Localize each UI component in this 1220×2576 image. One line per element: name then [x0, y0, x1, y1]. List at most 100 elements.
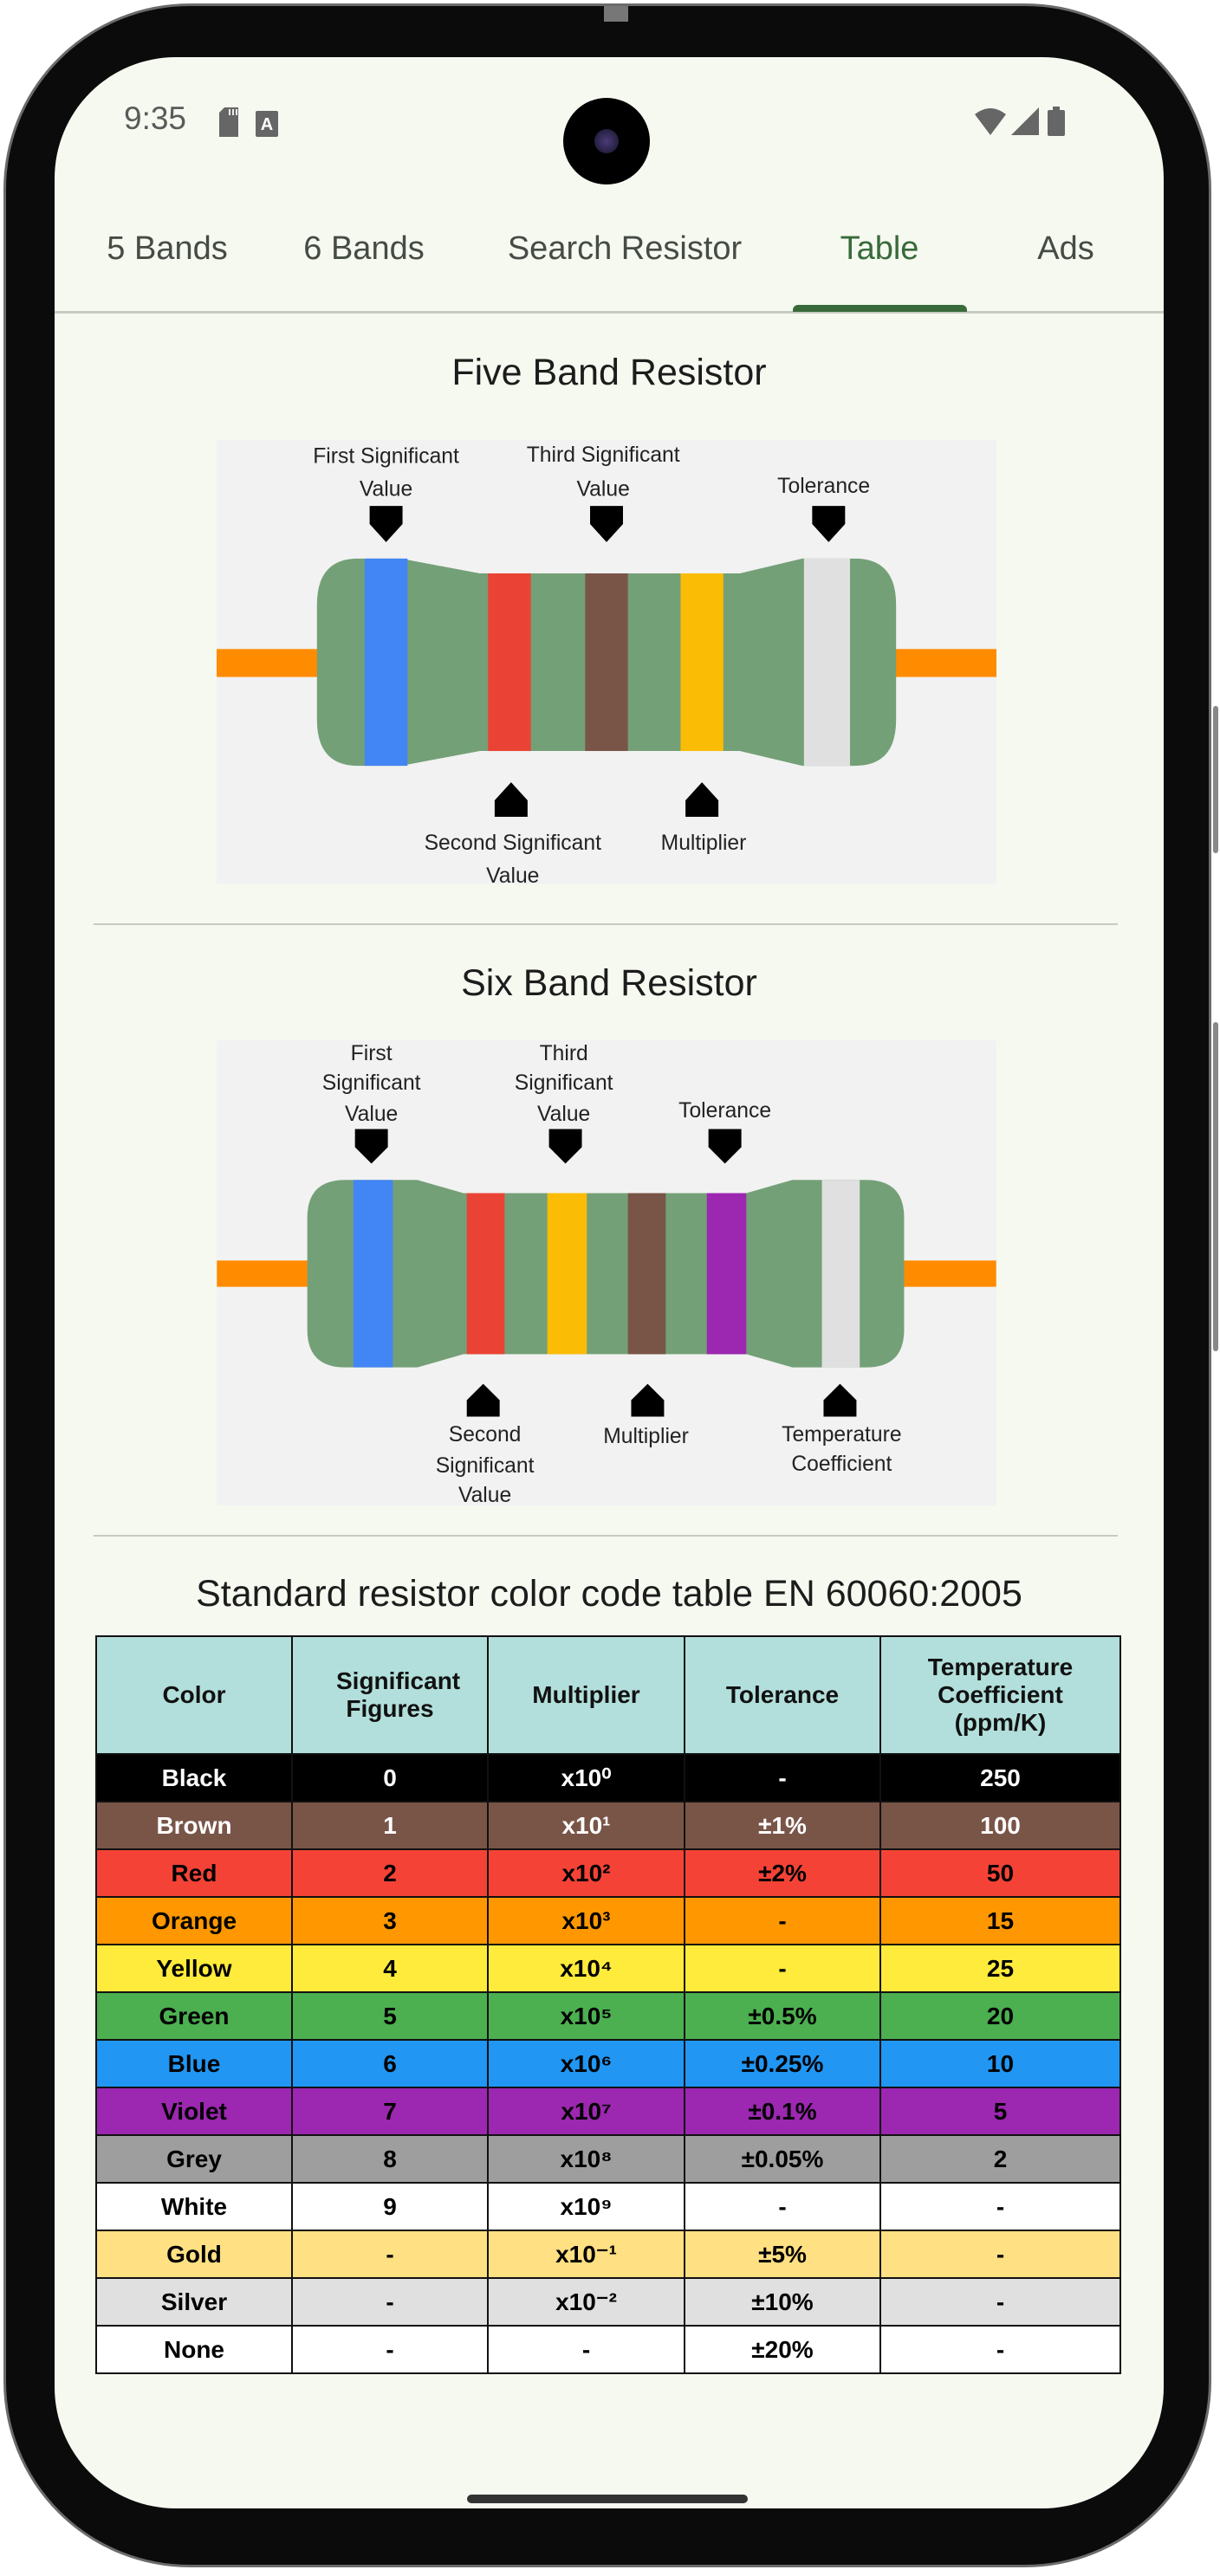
band-white	[821, 1180, 860, 1368]
label-tolerance: Tolerance	[777, 475, 870, 498]
table-cell: Violet	[95, 2087, 293, 2136]
column-header: Significant Figures	[291, 1635, 489, 1755]
table-cell: -	[684, 2182, 881, 2231]
phone-top-sensor	[604, 6, 628, 22]
wifi-icon	[975, 108, 1006, 135]
resistor-body	[307, 1180, 905, 1368]
table-cell: 9	[291, 2182, 489, 2231]
sd-card-icon	[219, 107, 238, 137]
table-cell: x10¹	[487, 1801, 685, 1850]
label-third-significant: Third Significant	[527, 443, 680, 467]
table-cell: ±0.25%	[684, 2039, 881, 2088]
band-white	[803, 558, 851, 767]
table-cell: x10⁶	[487, 2039, 685, 2088]
band-brown	[627, 1193, 666, 1355]
table-cell: -	[879, 2277, 1121, 2327]
table-cell: -	[684, 1753, 881, 1803]
table-cell: x10²	[487, 1848, 685, 1898]
table-cell: x10⁴	[487, 1944, 685, 1993]
volume-button	[1213, 706, 1218, 853]
table-cell: Brown	[95, 1801, 293, 1850]
table-cell: Gold	[95, 2230, 293, 2279]
tab-search-resistor[interactable]: Search Resistor	[507, 230, 743, 267]
marker-up-icon	[685, 782, 719, 817]
label-first-significant: Significant	[322, 1071, 421, 1095]
table-cell: ±5%	[684, 2230, 881, 2279]
table-cell: 2	[879, 2134, 1121, 2184]
five-band-title: Five Band Resistor	[451, 352, 767, 393]
marker-up-icon	[823, 1383, 857, 1417]
table-cell: White	[95, 2182, 293, 2231]
label-tolerance: Tolerance	[678, 1099, 771, 1123]
marker-down-icon	[548, 1129, 582, 1164]
marker-up-icon	[466, 1383, 500, 1417]
table-cell: -	[684, 1944, 881, 1993]
label-second-value: Value	[486, 864, 539, 884]
table-cell: 15	[879, 1896, 1121, 1945]
status-time: 9:35	[124, 100, 187, 136]
table-cell: 5	[291, 1991, 489, 2041]
table-cell: 7	[291, 2087, 489, 2136]
table-cell: ±0.1%	[684, 2087, 881, 2136]
tab-bar-divider	[55, 311, 1164, 314]
status-left-icons: A	[219, 107, 278, 137]
label-coefficient: Coefficient	[791, 1453, 892, 1476]
marker-down-icon	[590, 506, 623, 542]
tab-ads[interactable]: Ads	[1037, 230, 1094, 267]
six-band-title: Six Band Resistor	[461, 962, 757, 1004]
table-cell: x10⁻²	[487, 2277, 685, 2327]
battery-icon	[1048, 107, 1065, 136]
label-second-significant: Significant	[436, 1454, 535, 1478]
label-first-significant: First Significant	[313, 445, 459, 469]
label-third: Third	[540, 1042, 588, 1065]
power-button	[1213, 1022, 1218, 1351]
table-cell: 2	[291, 1848, 489, 1898]
table-cell: -	[879, 2182, 1121, 2231]
table-row: Silver-x10⁻²±10%-	[95, 2277, 1121, 2327]
table-cell: -	[879, 2230, 1121, 2279]
tab-table[interactable]: Table	[840, 230, 919, 267]
table-cell: ±0.05%	[684, 2134, 881, 2184]
label-first-value: Value	[360, 478, 412, 502]
table-cell: ±1%	[684, 1801, 881, 1850]
table-cell: 8	[291, 2134, 489, 2184]
column-header: Temperature Coefficient (ppm/K)	[879, 1635, 1121, 1755]
table-cell: 5	[879, 2087, 1121, 2136]
tab-5-bands[interactable]: 5 Bands	[107, 230, 228, 267]
band-red	[488, 573, 531, 752]
table-cell: Red	[95, 1848, 293, 1898]
table-cell: 250	[879, 1753, 1121, 1803]
table-cell: x10⁷	[487, 2087, 685, 2136]
band-red	[466, 1193, 505, 1355]
table-cell: 6	[291, 2039, 489, 2088]
table-cell: Orange	[95, 1896, 293, 1945]
band-brown	[585, 573, 628, 752]
table-cell: Blue	[95, 2039, 293, 2088]
home-indicator[interactable]	[467, 2495, 748, 2503]
marker-down-icon	[354, 1129, 388, 1164]
tab-selected-indicator	[793, 305, 967, 312]
marker-up-icon	[494, 782, 528, 817]
band-yellow	[680, 573, 724, 752]
tab-6-bands[interactable]: 6 Bands	[303, 230, 425, 267]
marker-down-icon	[369, 506, 403, 542]
svg-text:A: A	[261, 115, 273, 134]
table-cell: Black	[95, 1753, 293, 1803]
band-violet	[706, 1193, 747, 1355]
table-cell: ±2%	[684, 1848, 881, 1898]
column-header: Tolerance	[684, 1635, 881, 1755]
column-header: Color	[95, 1635, 293, 1755]
table-cell: 4	[291, 1944, 489, 1993]
label-third-value: Value	[537, 1103, 590, 1126]
table-cell: -	[291, 2230, 489, 2279]
label-third-significant: Significant	[515, 1071, 613, 1095]
table-cell: Green	[95, 1991, 293, 2041]
label-second: Second	[449, 1423, 522, 1447]
table-cell: 3	[291, 1896, 489, 1945]
table-cell: ±10%	[684, 2277, 881, 2327]
